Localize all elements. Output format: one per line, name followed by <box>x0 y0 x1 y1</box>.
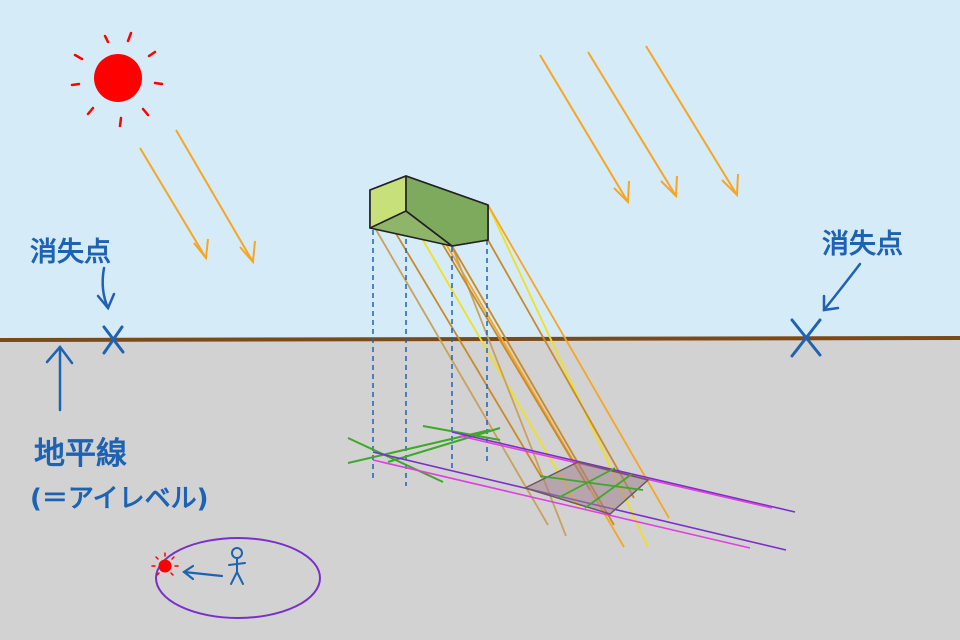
viewpoint-ellipse <box>155 537 321 619</box>
arrow-icon <box>182 564 224 581</box>
stick-figure-icon <box>228 547 246 585</box>
sunlight-rays <box>139 45 739 265</box>
eye-level-label: (＝アイレベル) <box>30 484 209 514</box>
sun-icon <box>70 31 164 128</box>
vanishing-point-label-right: 消失点 <box>822 229 903 260</box>
sky <box>0 0 960 340</box>
x-mark-icon <box>790 318 822 358</box>
x-mark-icon <box>102 325 125 355</box>
small-sun-icon <box>151 552 179 576</box>
cast-shadow <box>522 461 650 515</box>
arrow-icon <box>45 345 74 412</box>
arrow-icon <box>822 262 862 312</box>
floating-box <box>369 175 489 247</box>
arrow-icon <box>96 266 116 311</box>
vertical-guides <box>372 212 488 486</box>
horizon-label: 地平線 <box>34 436 127 472</box>
vanishing-point-label-left: 消失点 <box>30 237 111 268</box>
